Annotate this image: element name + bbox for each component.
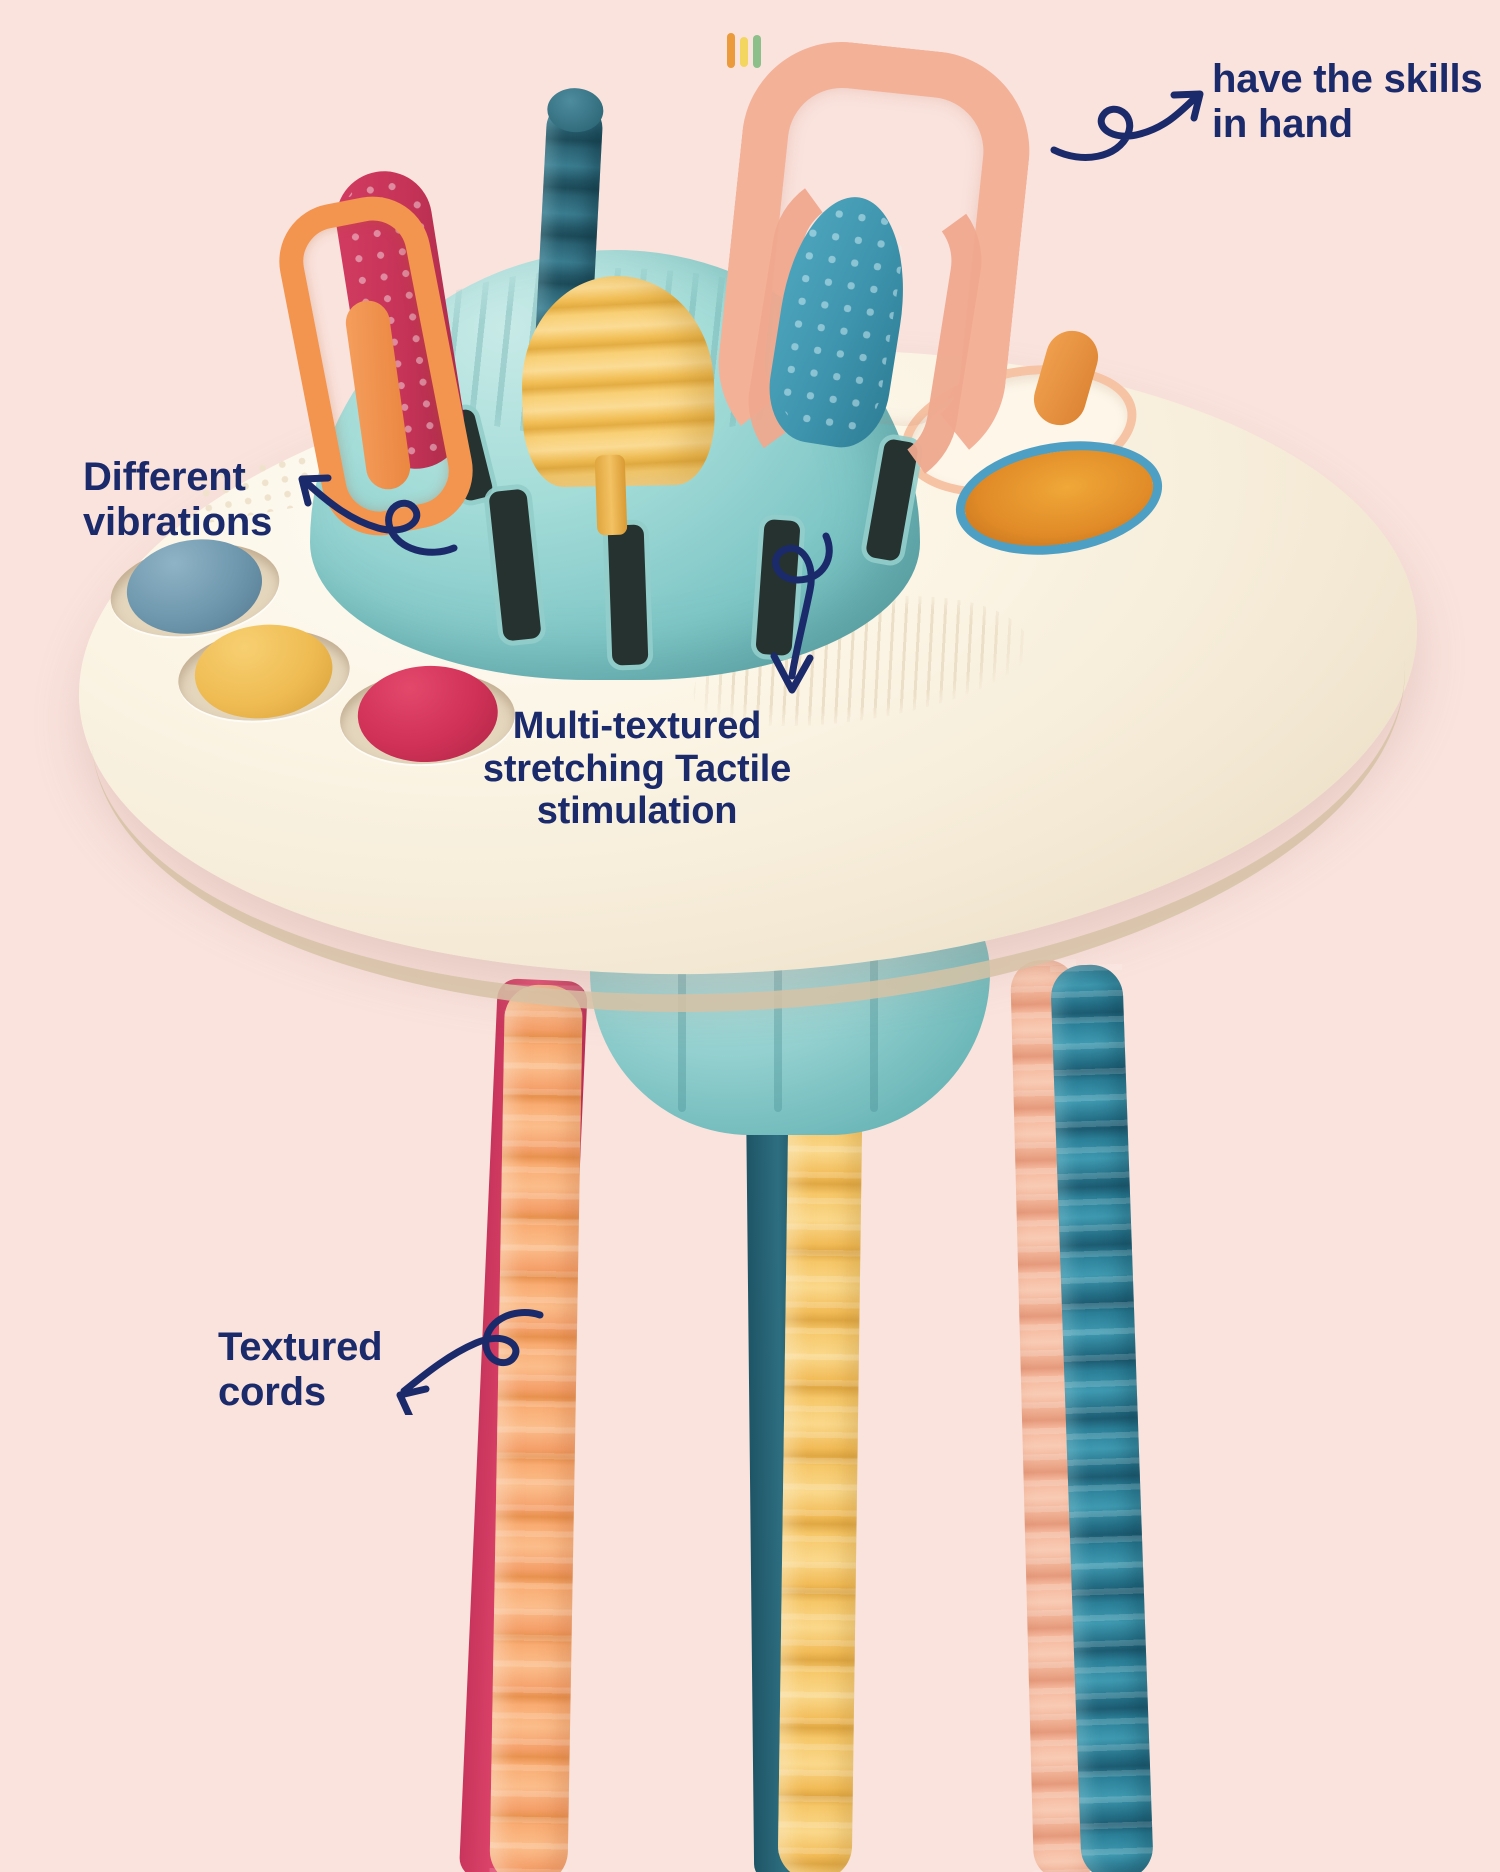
cord-texture — [489, 984, 583, 1872]
three-bar-logo — [727, 33, 777, 69]
logo-bar-orange — [727, 33, 735, 68]
annotation-vibrations: Different vibrations — [83, 455, 272, 545]
annotation-cords-line-2: cords — [218, 1369, 326, 1414]
annotation-cords-line-1: Textured — [218, 1325, 383, 1369]
annotation-multi-line-3: stimulation — [536, 790, 738, 833]
annotation-multi-textured: Multi-textured stretching Tactile stimul… — [427, 705, 847, 833]
annotation-vibrations-line-2: vibrations — [83, 499, 273, 544]
annotation-multi-line-1: Multi-textured — [512, 705, 762, 747]
annotation-cords: Textured cords — [218, 1325, 383, 1415]
logo-bar-yellow — [740, 37, 748, 67]
orange-ribbed-cord — [489, 984, 583, 1872]
annotation-vibrations-line-1: Different — [83, 455, 246, 499]
yellow-cone-stem — [594, 454, 628, 536]
peg-cap — [546, 86, 605, 134]
annotation-multi-line-2: stretching Tactile — [482, 747, 792, 790]
logo-bar-green — [753, 35, 761, 68]
annotation-skills-line-1: have the skills — [1212, 57, 1483, 101]
annotation-skills: have the skills in hand — [1212, 57, 1483, 147]
annotation-skills-line-2: in hand — [1212, 101, 1353, 146]
dome-slot — [607, 524, 649, 666]
